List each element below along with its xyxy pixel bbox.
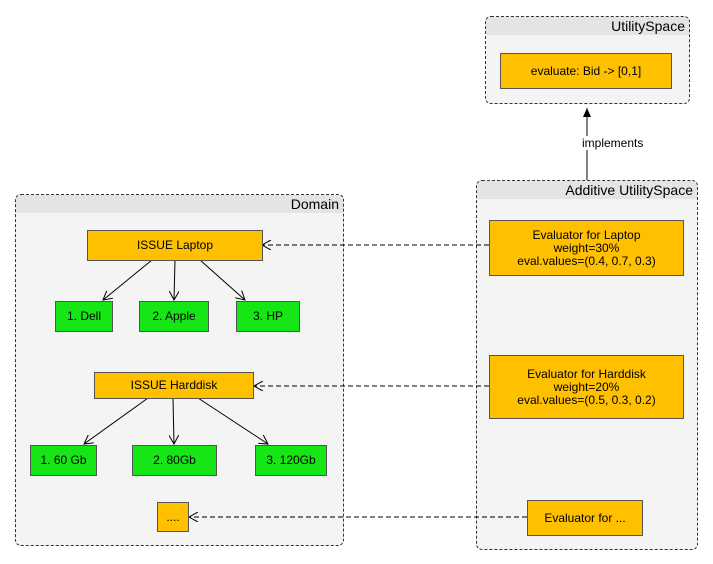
evaluator-harddisk-values: eval.values=(0.5, 0.3, 0.2) — [517, 392, 656, 407]
value-dell-label: 1. Dell — [66, 309, 101, 323]
issue-laptop-label: ISSUE Laptop — [136, 238, 214, 252]
issue-laptop-box: ISSUE Laptop — [87, 230, 263, 261]
evaluate-method-label: evaluate: Bid -> [0,1] — [530, 63, 642, 78]
utility-space-title: UtilitySpace — [486, 17, 689, 35]
value-60gb-label: 1. 60 Gb — [40, 453, 87, 467]
evaluator-more-title: Evaluator for ... — [544, 510, 626, 525]
evaluator-more-box: Evaluator for ... — [527, 500, 643, 536]
value-apple-box: 2. Apple — [139, 301, 209, 332]
additive-utility-space-title: Additive UtilitySpace — [477, 181, 697, 199]
evaluator-harddisk-title: Evaluator for Harddisk — [527, 366, 646, 381]
evaluator-harddisk-box: Evaluator for Harddisk weight=20% eval.v… — [489, 355, 684, 419]
value-hp-label: 3. HP — [252, 309, 283, 323]
implements-label: implements — [581, 136, 645, 150]
evaluate-method-box: evaluate: Bid -> [0,1] — [500, 53, 672, 89]
value-hp-box: 3. HP — [236, 301, 300, 332]
value-80gb-label: 2. 80Gb — [153, 453, 196, 467]
value-60gb-box: 1. 60 Gb — [30, 445, 97, 476]
issue-harddisk-box: ISSUE Harddisk — [94, 372, 254, 399]
value-apple-label: 2. Apple — [152, 309, 196, 323]
issue-harddisk-label: ISSUE Harddisk — [130, 378, 218, 392]
evaluator-laptop-values: eval.values=(0.4, 0.7, 0.3) — [517, 253, 656, 268]
value-120gb-box: 3. 120Gb — [255, 445, 327, 476]
value-80gb-box: 2. 80Gb — [132, 445, 217, 476]
domain-title: Domain — [16, 195, 343, 213]
evaluator-laptop-title: Evaluator for Laptop — [532, 227, 641, 242]
more-issues-label: .... — [166, 509, 180, 524]
value-dell-box: 1. Dell — [55, 301, 113, 332]
evaluator-harddisk-weight: weight=20% — [553, 379, 620, 394]
evaluator-laptop-weight: weight=30% — [553, 240, 620, 255]
value-120gb-label: 3. 120Gb — [266, 453, 316, 467]
evaluator-laptop-box: Evaluator for Laptop weight=30% eval.val… — [489, 220, 684, 276]
more-issues-box: .... — [157, 502, 189, 532]
